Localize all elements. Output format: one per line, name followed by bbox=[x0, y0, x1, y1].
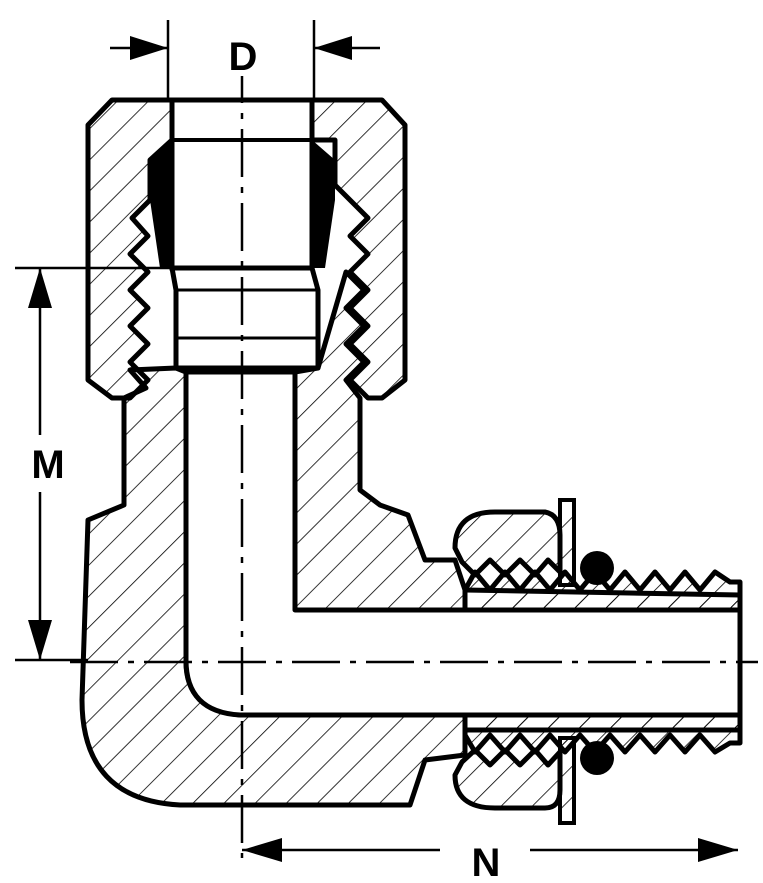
dimension-d: D bbox=[110, 32, 380, 79]
extension-lines bbox=[15, 20, 316, 662]
dimension-n: N bbox=[242, 838, 738, 883]
ferrule-left bbox=[150, 140, 172, 268]
union-nut bbox=[85, 97, 408, 401]
label-n: N bbox=[472, 841, 501, 883]
ferrule-right bbox=[312, 140, 335, 268]
o-rings bbox=[580, 551, 614, 775]
male-thread bbox=[462, 569, 743, 755]
dimension-m: M bbox=[28, 268, 65, 660]
o-ring-bottom bbox=[580, 741, 614, 775]
washers bbox=[558, 498, 576, 825]
label-m: M bbox=[31, 443, 64, 487]
label-d: D bbox=[229, 35, 258, 79]
nut-right-wall bbox=[309, 97, 408, 401]
tube-stub bbox=[169, 97, 321, 371]
locknut bbox=[452, 509, 563, 811]
o-ring-top bbox=[580, 551, 614, 585]
center-lines bbox=[70, 55, 758, 858]
